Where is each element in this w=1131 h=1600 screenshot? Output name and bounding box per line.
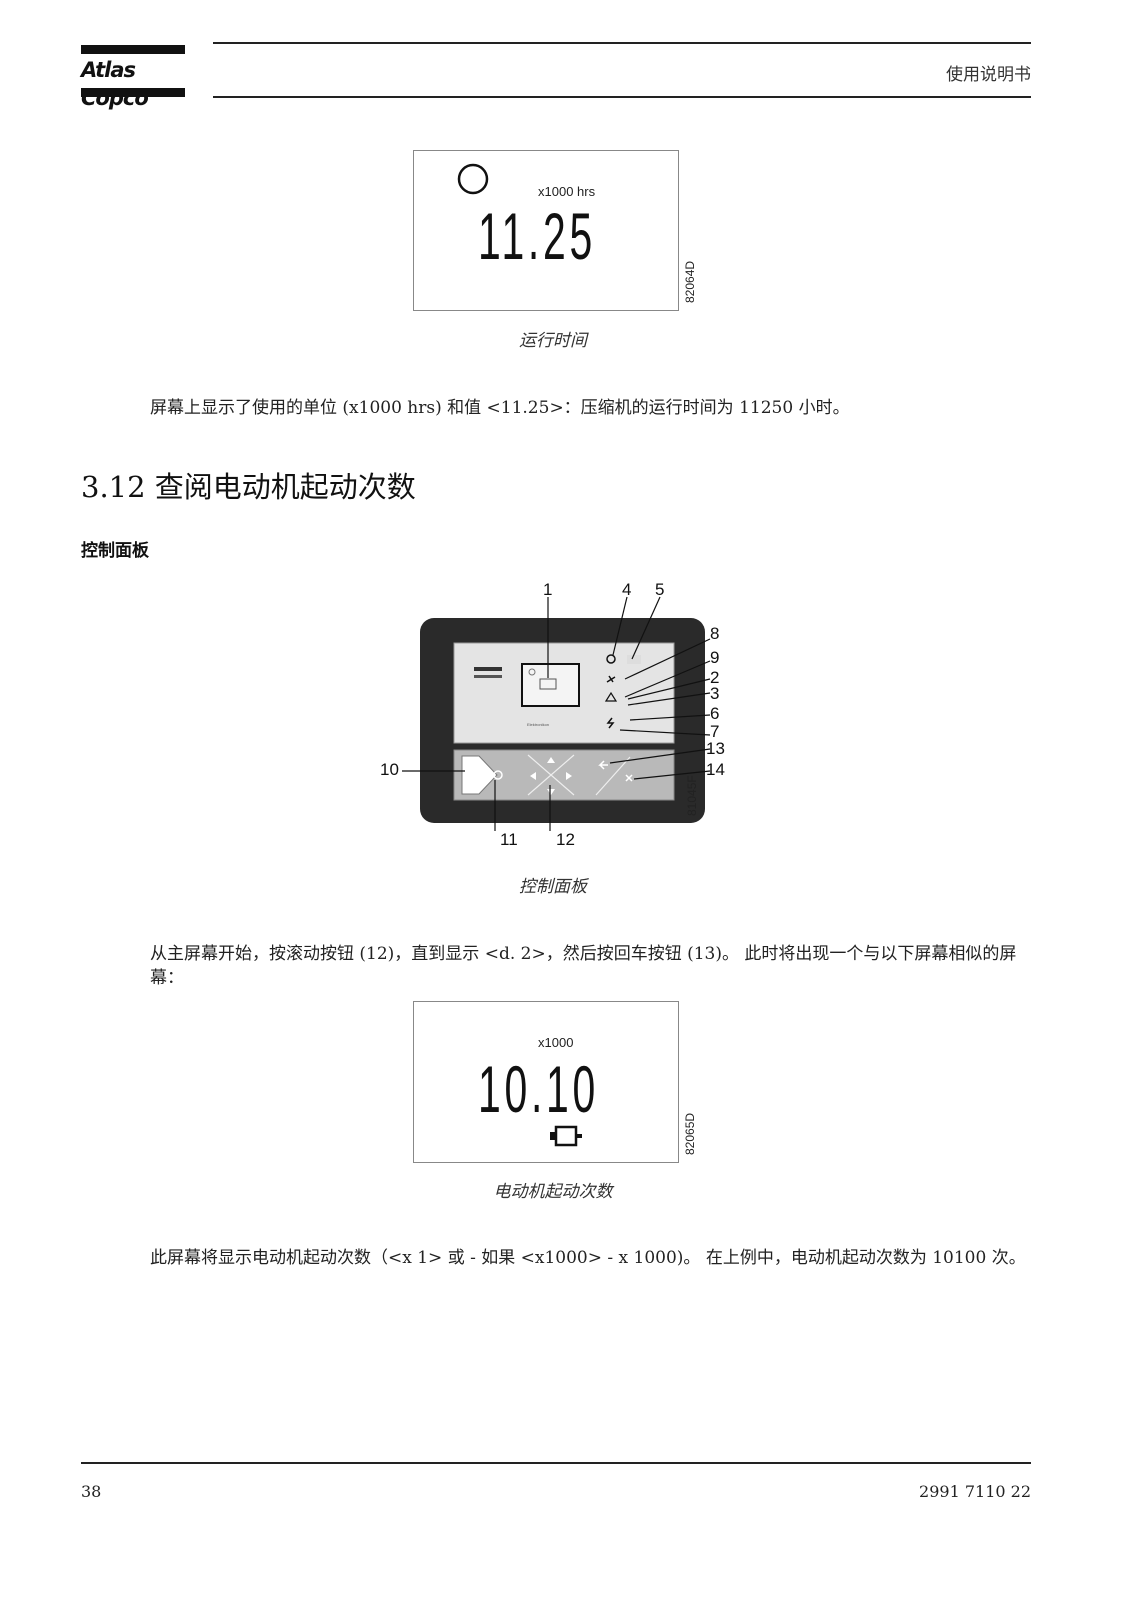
figure-caption: 控制面板 [519, 877, 587, 897]
display-unit: x1000 hrs [538, 184, 596, 199]
figure-caption: 运行时间 [519, 331, 587, 351]
figure-caption: 电动机起动次数 [493, 1182, 613, 1202]
figure-code: 82064D [683, 260, 697, 303]
paragraph: 屏幕上显示了使用的单位 (x1000 hrs) 和值 <11.25>：压缩机的运… [150, 398, 850, 418]
logo-bar-bottom [81, 88, 185, 97]
callout-6: 6 [710, 704, 720, 723]
callout-2: 2 [710, 668, 720, 687]
callout-1: 1 [543, 580, 553, 599]
callout-4: 4 [622, 580, 632, 599]
circle-indicator-icon [457, 163, 489, 195]
callout-12: 12 [556, 830, 575, 849]
callout-3: 3 [710, 684, 720, 703]
display-unit: x1000 [538, 1035, 574, 1050]
figure-code: 82065D [683, 1112, 697, 1155]
paragraph: 从主屏幕开始，按滚动按钮 (12)，直到显示 <d. 2>，然后按回车按钮 (1… [150, 944, 1017, 988]
callout-13: 13 [706, 739, 725, 758]
logo-bar-top [81, 45, 185, 54]
page-number: 38 [81, 1482, 102, 1501]
running-hours-display: x1000 hrs 11.25 82064D [413, 150, 697, 311]
brand-logo: Atlas Copco [81, 58, 149, 110]
display-value: 11.25 [478, 199, 596, 273]
callout-7: 7 [710, 722, 720, 741]
subsection-title: 控制面板 [81, 541, 149, 561]
callout-8: 8 [710, 624, 720, 643]
callout-14: 14 [706, 760, 725, 779]
manual-title: 使用说明书 [946, 65, 1031, 85]
header-rule-top [213, 42, 1031, 44]
callout-11: 11 [500, 830, 518, 849]
header-rule-bottom [213, 96, 1031, 98]
paragraph: 此屏幕将显示电动机起动次数（<x 1> 或 - 如果 <x1000> - x 1… [150, 1248, 1026, 1268]
motor-starts-display: x1000 10.10 82065D [413, 1001, 697, 1163]
callout-5: 5 [655, 580, 665, 599]
display-value: 10.10 [478, 1052, 600, 1126]
document-number: 2991 7110 22 [919, 1482, 1031, 1501]
callout-10: 10 [380, 760, 399, 779]
section-title: 3.12 查阅电动机起动次数 [81, 470, 416, 504]
svg-text:Elektronikon: Elektronikon [527, 722, 549, 727]
motor-icon [550, 1125, 582, 1147]
footer-rule [81, 1462, 1031, 1464]
callout-9: 9 [710, 648, 720, 667]
figure-code: 81045F [685, 775, 699, 816]
control-panel-drawing: Elektronikon [402, 596, 711, 831]
